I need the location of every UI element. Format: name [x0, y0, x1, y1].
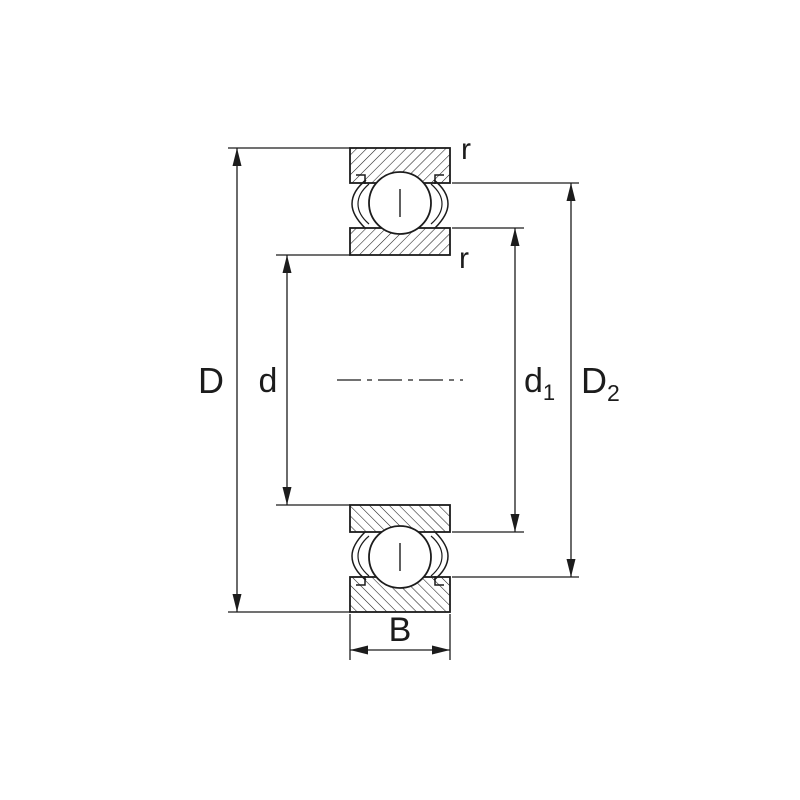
label-bore-diameter: d — [259, 362, 278, 400]
arrowhead-down — [566, 559, 576, 577]
label-recess-diameter-sub: 1 — [543, 380, 555, 405]
label-recess-diameter: d1 — [524, 362, 555, 405]
arrowhead-up — [282, 255, 292, 273]
arrowhead-down — [282, 487, 292, 505]
bearing-section-bottom — [349, 504, 451, 613]
label-width: B — [389, 611, 412, 649]
label-shoulder-diameter: D2 — [581, 360, 620, 406]
arrowhead-down — [232, 594, 242, 612]
dimension-outer-diameter — [228, 147, 350, 613]
arrowhead-right — [432, 645, 450, 655]
arrowhead-up — [566, 183, 576, 201]
bearing-section-top — [349, 147, 451, 256]
label-shoulder-diameter-sub: 2 — [607, 380, 620, 406]
arrowhead-up — [510, 228, 520, 246]
dimension-width — [349, 614, 451, 660]
arrowhead-left — [350, 645, 368, 655]
label-outer-diameter: D — [198, 360, 224, 401]
label-shoulder-diameter-main: D — [581, 360, 607, 401]
label-recess-diameter-main: d — [524, 362, 543, 400]
dimension-recess-diameter — [452, 227, 524, 533]
dimension-shoulder-diameter — [452, 182, 579, 578]
dimension-bore-diameter — [276, 254, 350, 506]
label-fillet-radius-inner: r — [459, 242, 469, 275]
arrowhead-up — [232, 148, 242, 166]
label-fillet-radius-outer: r — [461, 133, 471, 166]
arrowhead-down — [510, 514, 520, 532]
